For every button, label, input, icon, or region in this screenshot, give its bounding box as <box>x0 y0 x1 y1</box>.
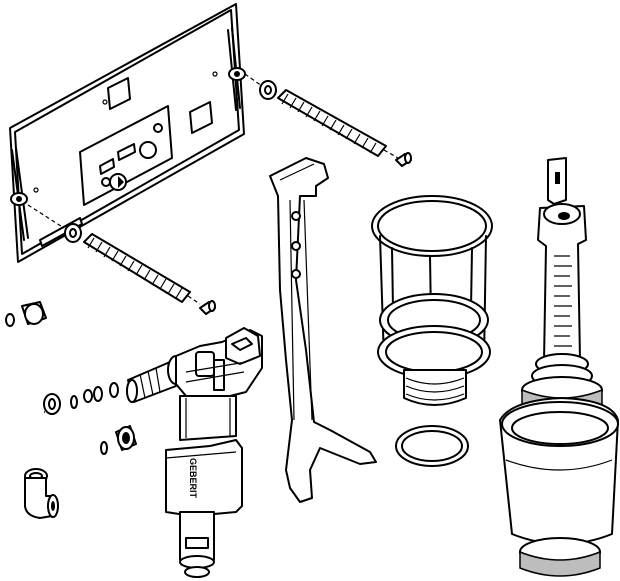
union-nut <box>115 425 137 451</box>
brand-marking: GEBERIT <box>188 458 198 499</box>
elbow-fitting <box>24 468 59 519</box>
support-bracket <box>269 157 377 503</box>
control-panel <box>79 105 173 206</box>
bracket-right <box>227 27 246 111</box>
bracket-left <box>10 147 29 241</box>
flush-valve <box>499 157 619 577</box>
gasket-ring <box>395 425 469 467</box>
supply-pipe <box>5 301 64 415</box>
seal-set <box>70 382 137 455</box>
threaded-rod-lower <box>64 223 216 315</box>
drain-cage <box>371 195 493 406</box>
fill-valve: GEBERIT <box>126 327 263 578</box>
mounting-plate <box>9 3 263 263</box>
threaded-rod-upper <box>259 80 412 167</box>
